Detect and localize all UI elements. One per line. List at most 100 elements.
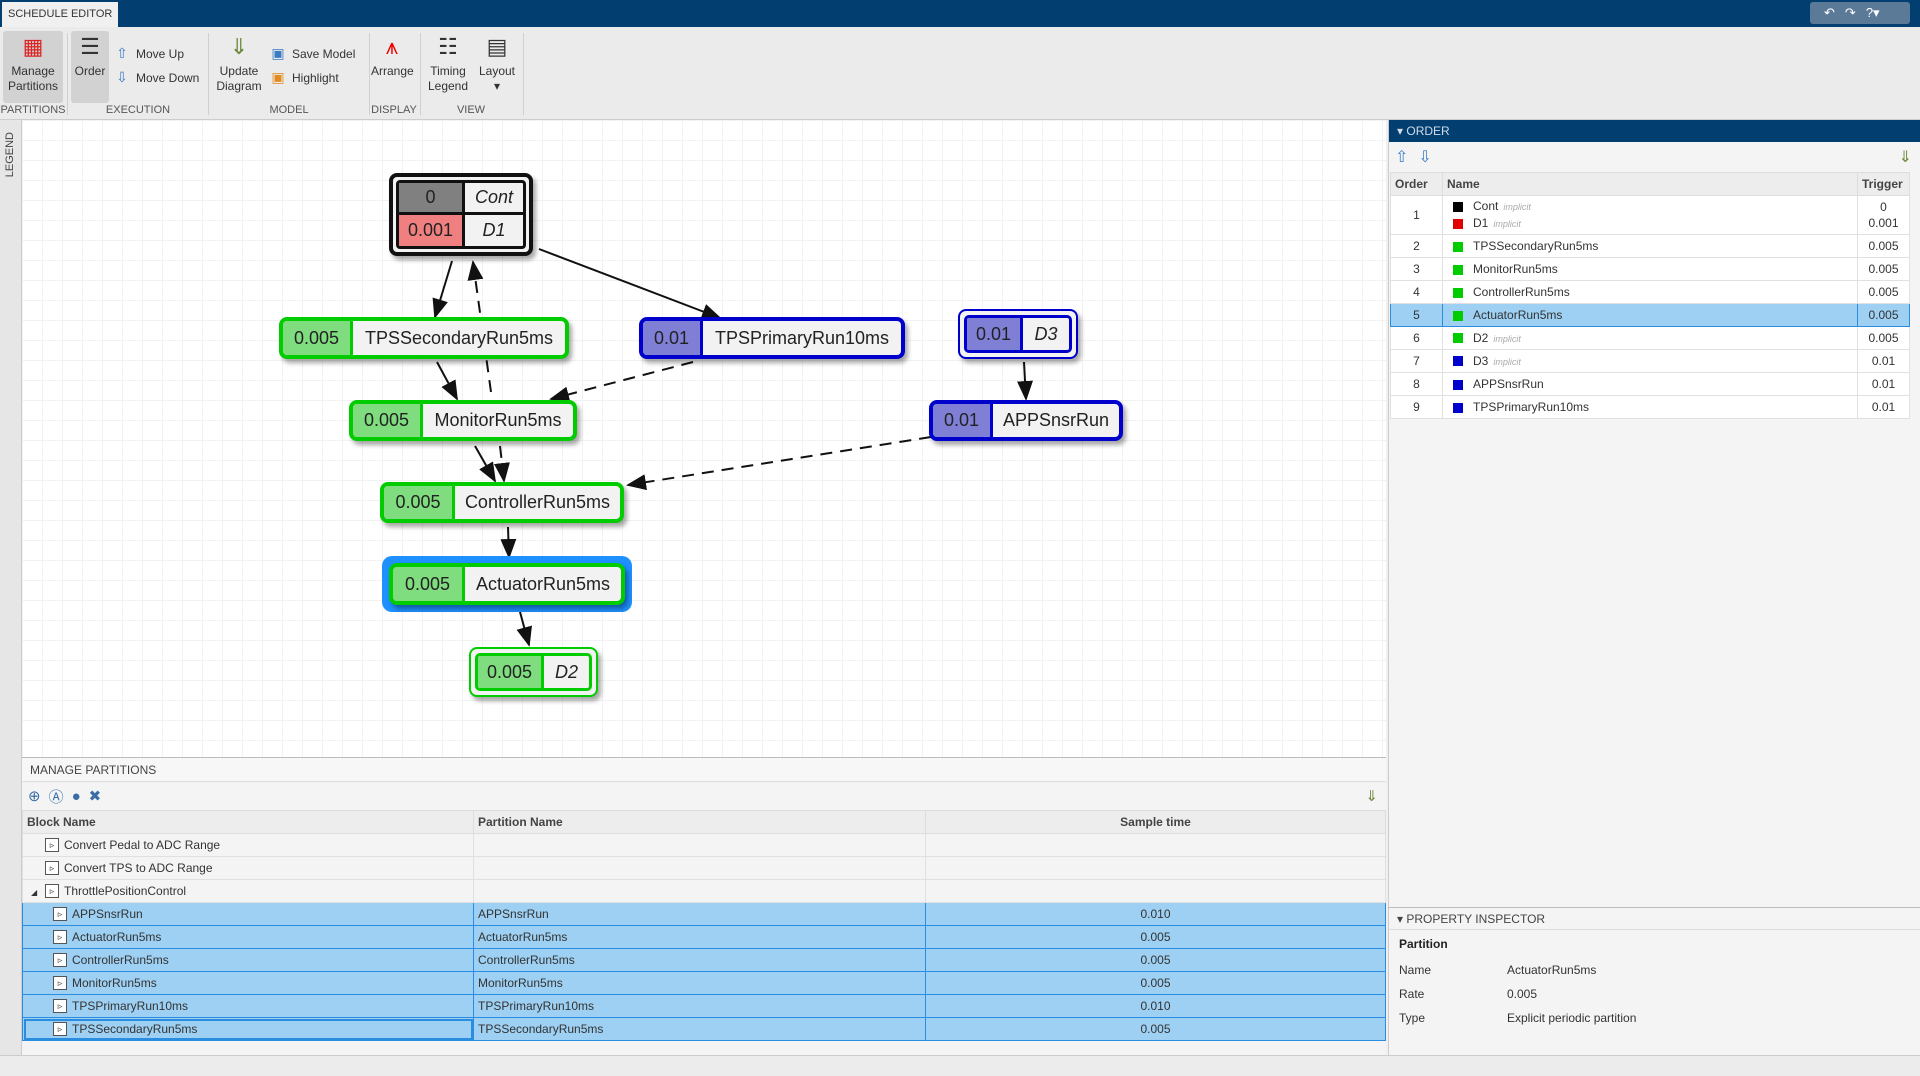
move-up-icon[interactable]: ⇧ [1395, 149, 1409, 166]
partition-name-cell [473, 833, 926, 857]
delete-icon[interactable]: ✖ [88, 788, 102, 805]
partition-color-swatch [1453, 287, 1463, 298]
order-panel-header[interactable]: ▾ ORDER [1389, 120, 1920, 142]
partition-name: D3 [1473, 353, 1489, 368]
legend-strip[interactable]: LEGEND [0, 120, 22, 1055]
property-inspector-header[interactable]: ▾ PROPERTY INSPECTOR [1389, 908, 1920, 930]
partition-name: D1 [1473, 216, 1489, 230]
cont-rate: 0 [399, 183, 465, 215]
property-key: Rate [1399, 987, 1425, 1001]
sample-time-cell[interactable]: 0.005 [925, 971, 1386, 995]
add-periodic-partition-icon[interactable]: ⊕ [28, 788, 41, 805]
toolstrip: ▦Manage Partitions PARTITIONS ☰Order ⇧Mo… [0, 27, 1920, 120]
arrange-button[interactable]: ⩚Arrange [371, 34, 414, 78]
group-execution: EXECUTION [105, 104, 171, 116]
table-row[interactable]: ▹Convert Pedal to ADC Range [22, 833, 1386, 857]
trigger-cell: 0.005 [1857, 280, 1910, 304]
sample-time-cell[interactable]: 0.005 [925, 1017, 1386, 1041]
help-icon[interactable]: ?▾ [1865, 5, 1880, 20]
undo-icon[interactable]: ↶ [1824, 5, 1835, 20]
move-down-icon[interactable]: ⇩ [1418, 149, 1432, 166]
sample-time-cell[interactable]: 0.005 [925, 948, 1386, 972]
update-diagram-button[interactable]: ⇓Update Diagram [216, 34, 262, 93]
column-header[interactable]: Block Name [22, 810, 474, 834]
move-down-button[interactable]: ⇩Move Down [114, 69, 199, 86]
redo-icon[interactable]: ↷ [1844, 5, 1856, 20]
node-rate: 0.005 [393, 567, 465, 601]
sample-time-cell[interactable] [925, 833, 1386, 857]
subsystem-block-icon: ▹ [45, 884, 59, 899]
partition-name-cell: TPSPrimaryRun10ms [473, 994, 926, 1018]
order-button[interactable]: ☰Order [71, 31, 109, 103]
sample-time-cell[interactable]: 0.010 [925, 994, 1386, 1018]
add-event-icon[interactable]: ● [71, 787, 81, 805]
node-rate: 0.005 [478, 656, 544, 688]
timing-legend-button[interactable]: ☷Timing Legend [427, 34, 469, 93]
sample-time-cell[interactable] [925, 856, 1386, 880]
manage-partitions-button[interactable]: ▦Manage Partitions [3, 31, 63, 103]
sample-time-cell[interactable]: 0.010 [925, 902, 1386, 926]
layout-button[interactable]: ▤Layout▾ [478, 34, 516, 93]
tab-schedule-editor[interactable]: SCHEDULE EDITOR [2, 2, 119, 27]
add-aperiodic-partition-icon[interactable]: Ⓐ [48, 788, 64, 806]
quick-access-toolbar: ↶ ↷ ?▾ [1810, 2, 1910, 24]
block-name-cell: ▹APPSnsrRun [22, 902, 474, 926]
collapse-icon: ▾ [1397, 124, 1404, 138]
column-header[interactable]: Sample time [925, 810, 1386, 834]
table-row[interactable]: ◢▹ThrottlePositionControl [22, 879, 1386, 903]
implicit-label: implicit [1503, 202, 1531, 212]
sample-time-cell[interactable]: 0.005 [925, 925, 1386, 949]
partition-color-swatch [1453, 402, 1463, 413]
update-icon[interactable]: ⇓ [1898, 149, 1912, 166]
partition-name: D2 [1473, 330, 1489, 345]
update-icon[interactable]: ⇓ [1365, 788, 1378, 805]
highlight-icon: ▣ [271, 69, 285, 85]
node-cont-d1[interactable]: 0 Cont 0.001 D1 [389, 173, 533, 256]
highlight-button[interactable]: ▣Highlight [271, 69, 339, 85]
move-up-button[interactable]: ⇧Move Up [114, 45, 184, 62]
trigger-value: 0.005 [1868, 285, 1899, 299]
node-name: ControllerRun5ms [464, 492, 610, 512]
sample-time-cell[interactable] [925, 879, 1386, 903]
partition-entry: TPSPrimaryRun10ms [1447, 399, 1853, 415]
order-cell: 8 [1390, 372, 1443, 396]
column-header[interactable]: Partition Name [473, 810, 926, 834]
group-model: MODEL [269, 104, 309, 116]
collapse-triangle-icon[interactable]: ◢ [31, 887, 38, 897]
block-name-cell: ▹ActuatorRun5ms [22, 925, 474, 949]
partition-name-cell: APPSnsrRun [473, 902, 926, 926]
edge-cont-tpsprimary [538, 248, 722, 320]
table-row[interactable]: ▹Convert TPS to ADC Range [22, 856, 1386, 880]
d1-rate: 0.001 [399, 214, 465, 246]
partition-entry: TPSSecondaryRun5ms [1447, 238, 1853, 254]
divider [369, 33, 370, 115]
block-name-cell: ▹TPSPrimaryRun10ms [22, 994, 474, 1018]
save-model-button[interactable]: ▣Save Model [271, 45, 356, 61]
